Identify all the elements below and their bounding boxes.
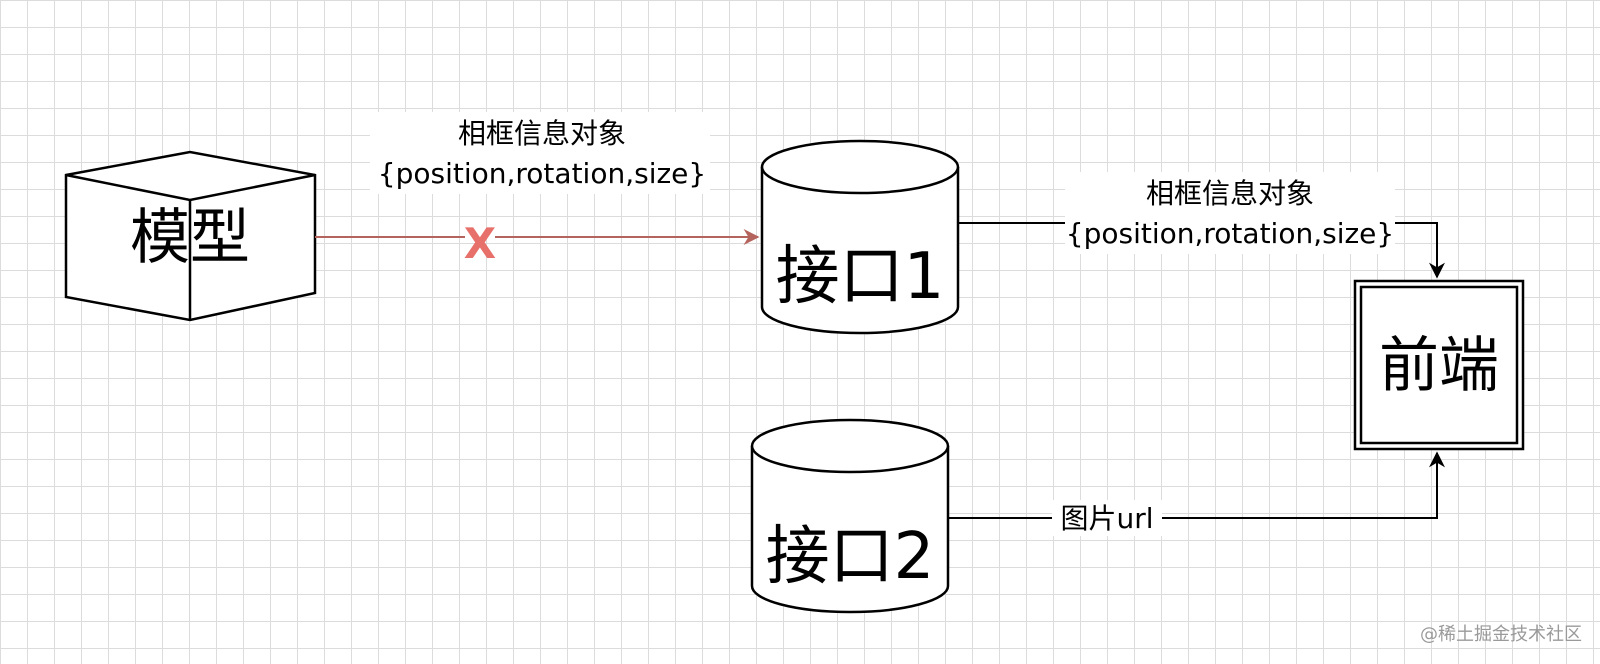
edge-label-api1-frontend-line1: 相框信息对象 — [1146, 177, 1314, 210]
api2-node[interactable]: 接口2 — [750, 418, 950, 614]
blocked-x-mark: X — [464, 219, 496, 268]
edge-api2-frontend: 图片url — [948, 451, 1445, 536]
frontend-node[interactable]: 前端 — [1353, 279, 1525, 451]
edge-model-api1: X 相框信息对象 {position,rotation,size} — [315, 112, 760, 268]
model-node[interactable]: 模型 — [64, 150, 317, 322]
edge-api1-frontend: 相框信息对象 {position,rotation,size} — [958, 172, 1445, 279]
api2-label: 接口2 — [766, 520, 935, 594]
edge-label-api2-frontend: 图片url — [1060, 502, 1153, 535]
model-label: 模型 — [130, 203, 250, 273]
edge-label-model-api1-line1: 相框信息对象 — [458, 117, 626, 150]
edge-label-bg — [1052, 500, 1162, 536]
api1-label: 接口1 — [776, 240, 945, 314]
edge-label-model-api1-line2: {position,rotation,size} — [378, 157, 706, 190]
edge-label-api1-frontend-line2: {position,rotation,size} — [1066, 217, 1394, 250]
edge-label-bg — [1065, 172, 1395, 254]
watermark-text: @稀土掘金技术社区 — [1420, 624, 1582, 645]
frontend-label: 前端 — [1379, 331, 1499, 401]
edge-label-bg — [370, 112, 710, 194]
api1-node[interactable]: 接口1 — [760, 139, 960, 335]
